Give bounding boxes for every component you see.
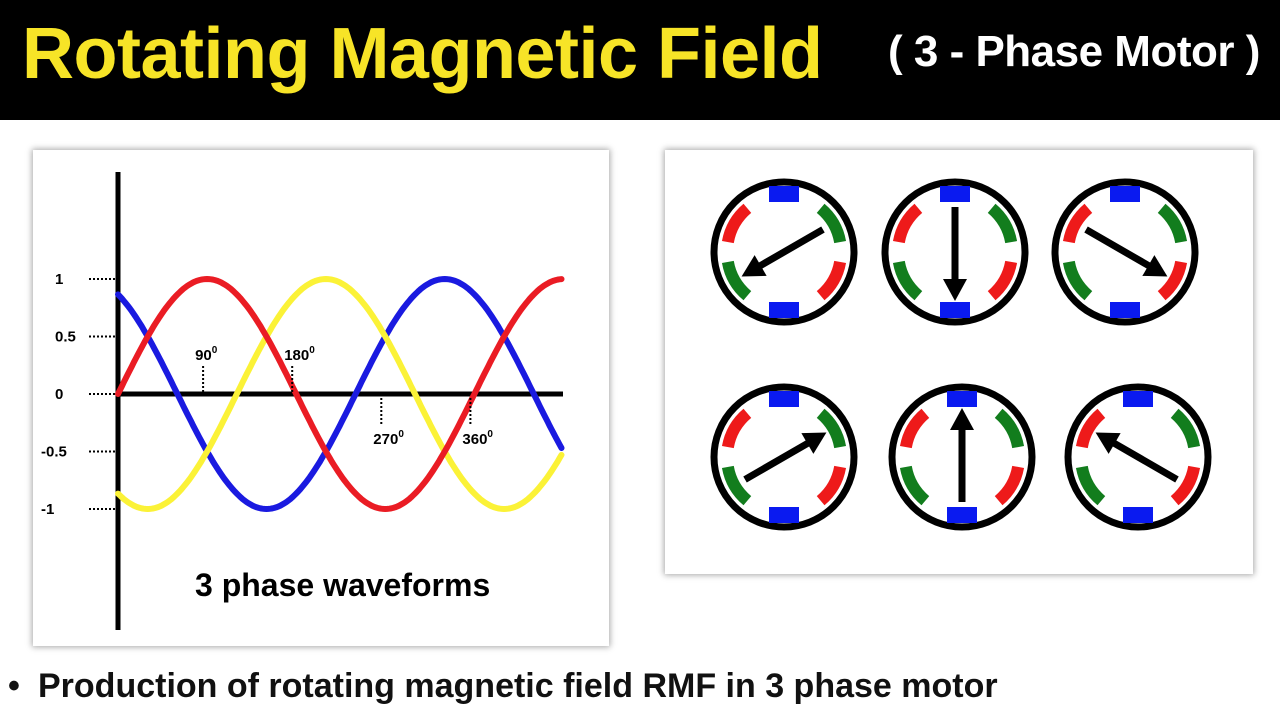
stator-pole <box>816 260 847 301</box>
waveform-panel: 900 1800 2700 3600 1 0.5 0 -0.5 -1 3 phase wave… <box>33 150 609 646</box>
stator-pole <box>769 302 799 318</box>
stator-pole <box>892 260 923 301</box>
stator-pole <box>1123 391 1153 407</box>
field-arrow-head <box>943 279 967 301</box>
field-arrow-shaft <box>755 226 825 271</box>
phase-wave-0 <box>115 276 565 512</box>
stator-pole <box>892 203 923 244</box>
stator-pole <box>816 408 847 449</box>
field-arrow-shaft <box>1109 438 1179 483</box>
y-tick-label: 1 <box>55 271 63 288</box>
stator-pole <box>947 507 977 523</box>
stator-pole <box>1157 203 1188 244</box>
y-tick-label: -1 <box>41 501 54 518</box>
rotor-3 <box>1051 178 1199 326</box>
stator-pole <box>987 260 1018 301</box>
rotor-2 <box>881 178 1029 326</box>
stator-pole <box>1170 408 1201 449</box>
angle-marker-label: 900 <box>195 345 218 364</box>
stator-pole <box>816 465 847 506</box>
stator-pole <box>940 302 970 318</box>
phase-wave-2 <box>115 276 565 512</box>
rotor-4 <box>710 383 858 531</box>
waveform-caption: 3 phase waveforms <box>195 567 490 603</box>
stator-pole <box>899 408 930 449</box>
stator-pole <box>721 465 752 506</box>
rotor-6 <box>1064 383 1212 531</box>
stator-pole <box>1075 408 1106 449</box>
stator-pole <box>899 465 930 506</box>
bullet-text: Production of rotating magnetic field RM… <box>38 667 998 705</box>
page-subtitle: ( 3 - Phase Motor ) <box>888 27 1260 76</box>
y-tick-label: -0.5 <box>41 444 67 461</box>
angle-marker-label: 2700 <box>373 429 404 448</box>
rotor-diagram <box>710 178 1212 531</box>
rotor-5 <box>888 383 1036 531</box>
title-bar: Rotating Magnetic Field ( 3 - Phase Moto… <box>0 0 1280 120</box>
field-arrow-head <box>1142 255 1168 277</box>
field-arrow-shaft <box>743 438 813 483</box>
stator-pole <box>769 391 799 407</box>
stator-pole <box>1170 465 1201 506</box>
angle-marker-label: 1800 <box>284 345 315 364</box>
field-arrow-head <box>801 432 827 454</box>
field-arrow-head <box>950 408 974 430</box>
stator-pole <box>721 203 752 244</box>
stator-pole <box>769 507 799 523</box>
stator-pole <box>1110 302 1140 318</box>
angle-marker-label: 3600 <box>462 429 493 448</box>
stator-pole <box>1062 260 1093 301</box>
stator-pole <box>940 186 970 202</box>
bullet-dot: • <box>8 667 20 705</box>
stator-pole <box>1110 186 1140 202</box>
field-arrow-head <box>1095 432 1121 454</box>
field-arrow-shaft <box>1084 226 1154 271</box>
stator-pole <box>721 408 752 449</box>
stator-pole <box>987 203 1018 244</box>
stator-pole <box>947 391 977 407</box>
stator-pole <box>1062 203 1093 244</box>
rotor-panel <box>665 150 1253 574</box>
stator-pole <box>769 186 799 202</box>
stator-pole <box>816 203 847 244</box>
stator-pole <box>721 260 752 301</box>
stator-pole <box>1123 507 1153 523</box>
page-title: Rotating Magnetic Field <box>22 14 823 94</box>
bullet-point: • Production of rotating magnetic field R… <box>8 664 998 708</box>
phase-wave-1 <box>115 276 565 512</box>
y-tick-label: 0.5 <box>55 329 76 346</box>
stator-pole <box>994 408 1025 449</box>
stator-pole <box>1075 465 1106 506</box>
rotor-1 <box>710 178 858 326</box>
field-arrow-head <box>741 255 767 277</box>
y-tick-label: 0 <box>55 386 63 403</box>
waveform-chart: 900 1800 2700 3600 1 0.5 0 -0.5 -1 3 phase wave… <box>41 172 565 630</box>
stator-pole <box>994 465 1025 506</box>
stator-pole <box>1157 260 1188 301</box>
